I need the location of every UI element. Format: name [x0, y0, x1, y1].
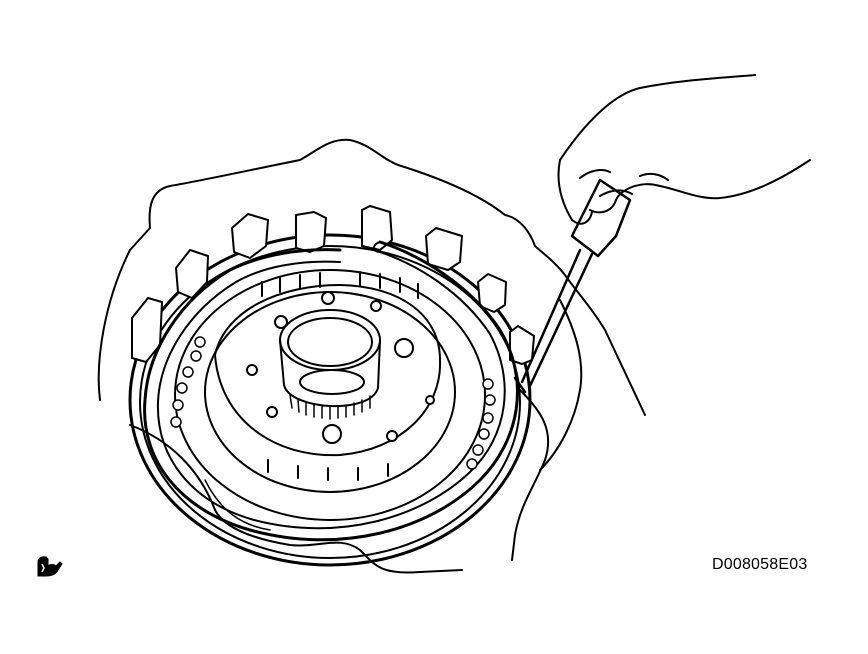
shaft-body [279, 339, 381, 407]
hub-plate [214, 284, 442, 457]
screwdriver-tip [513, 376, 527, 394]
clutch-disc [174, 269, 486, 521]
case-outline [97, 138, 646, 416]
drum-outer-rim [128, 233, 532, 567]
clutch-disc-inner [204, 291, 456, 493]
removal-tool-icon [36, 554, 64, 578]
snap-ring-inner [156, 251, 506, 530]
drum-inner-rim [139, 245, 521, 559]
clutch-plate-tabs [131, 205, 535, 365]
screwdriver-handle [570, 178, 632, 258]
cable-2 [204, 479, 271, 531]
case-lower-edge [511, 389, 550, 561]
shaft-top-inner [287, 317, 373, 367]
piston-holes [170, 336, 496, 470]
snap-ring [143, 240, 519, 542]
shaft-splines [289, 394, 371, 420]
screwdriver-shaft [520, 248, 594, 388]
figure-reference-code: D008058E03 [712, 556, 808, 573]
hand [557, 74, 811, 225]
hub-holes [246, 291, 435, 444]
hub-teeth [261, 271, 419, 481]
case-lower-edge-2 [539, 299, 583, 471]
snap-ring-end [373, 241, 381, 253]
shaft-bore [299, 369, 365, 395]
cable [129, 424, 463, 574]
